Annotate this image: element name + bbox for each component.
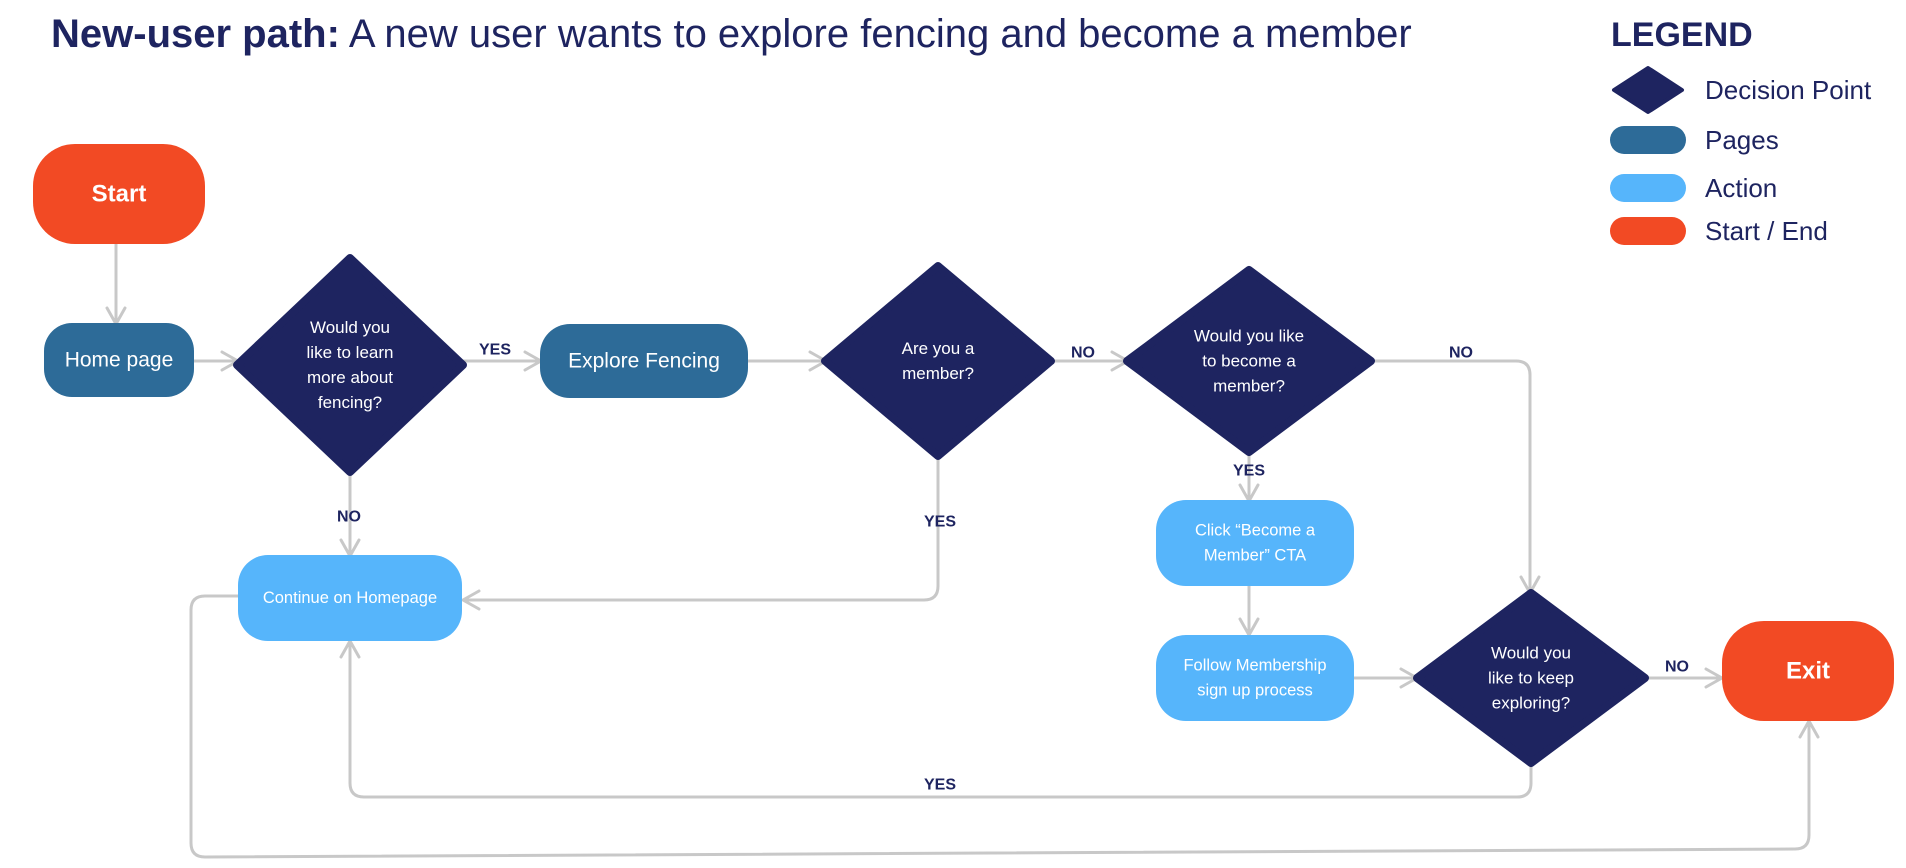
node-explore: Explore Fencing — [540, 324, 748, 398]
connector-member-continue — [461, 456, 940, 611]
legend-swatch — [1610, 174, 1686, 202]
node-learn: Would you like to learn more about fencing? — [233, 254, 467, 476]
node-home: Home page — [44, 323, 194, 397]
legend-label: Decision Point — [1705, 75, 1872, 105]
edge-label-keep-no: NO — [1665, 659, 1689, 676]
legend-item: Start / End — [1610, 211, 1900, 251]
node-label: like to keep — [1488, 669, 1574, 688]
legend-item: Action — [1610, 168, 1900, 208]
node-label: to become a — [1202, 352, 1296, 371]
node-label: like to learn — [307, 343, 394, 362]
action-shape — [1156, 635, 1354, 721]
legend-swatch — [1610, 126, 1686, 154]
connector-become-keep — [1371, 359, 1541, 595]
node-label: Are you a — [902, 339, 975, 358]
page-shape — [540, 324, 748, 398]
node-label: more about — [307, 368, 393, 387]
edge-label-learn-no: NO — [337, 509, 361, 526]
decision-diamond — [821, 262, 1055, 460]
edge-label-member-no: NO — [1071, 345, 1095, 362]
terminal-shape — [33, 144, 205, 244]
node-label: Explore Fencing — [568, 350, 720, 373]
node-label: Start — [92, 181, 147, 208]
legend-item: Decision Point — [1610, 66, 1900, 114]
connector-continue-exit — [189, 594, 1820, 859]
action-shape — [238, 555, 462, 641]
title-bold: New-user path: — [51, 12, 340, 56]
edge-label-keep-yes: YES — [924, 777, 956, 794]
decision-diamond — [1123, 266, 1375, 456]
action-shape — [1156, 500, 1354, 586]
node-label: Exit — [1786, 658, 1830, 685]
node-label: Follow Membership — [1183, 657, 1326, 675]
edge-label-become-no: NO — [1449, 345, 1473, 362]
title-rest: A new user wants to explore fencing and … — [339, 12, 1412, 56]
edge-label-learn-yes: YES — [479, 342, 511, 359]
legend-label: Start / End — [1705, 216, 1828, 246]
legend-item: Pages — [1610, 120, 1900, 160]
legend-swatch — [1612, 66, 1684, 114]
node-label: Member” CTA — [1204, 547, 1306, 565]
node-label: member? — [1213, 377, 1285, 396]
node-keep: Would you like to keep exploring? — [1413, 589, 1649, 767]
page-title: New-user path: A new user wants to explo… — [51, 12, 1412, 57]
node-label: exploring? — [1492, 694, 1570, 713]
node-member: Are you a member? — [821, 262, 1055, 460]
node-label: Continue on Homepage — [263, 589, 437, 607]
node-become: Would you like to become a member? — [1123, 266, 1375, 456]
decision-diamond — [1413, 589, 1649, 767]
page-shape — [44, 323, 194, 397]
legend-label: Action — [1705, 173, 1778, 203]
node-label: Would you — [310, 318, 390, 337]
node-continue: Continue on Homepage — [238, 555, 462, 641]
decision-diamond — [233, 254, 467, 476]
connectors — [105, 244, 1820, 859]
legend-swatch — [1610, 217, 1686, 245]
edge-label-become-yes: YES — [1233, 463, 1265, 480]
node-exit: Exit — [1722, 621, 1894, 721]
node-label: Would you — [1491, 644, 1571, 663]
node-label: fencing? — [318, 393, 382, 412]
node-start: Start — [33, 144, 205, 244]
connector-keep-continue — [339, 639, 1533, 799]
edge-labels: YES NO NO YES NO YES NO YES — [337, 342, 1689, 794]
node-label: member? — [902, 364, 974, 383]
terminal-shape — [1722, 621, 1894, 721]
node-label: Would you like — [1194, 327, 1304, 346]
node-cta: Click “Become a Member” CTA — [1156, 500, 1354, 586]
edge-label-member-yes: YES — [924, 514, 956, 531]
node-label: Home page — [65, 349, 174, 372]
legend-label: Pages — [1705, 125, 1779, 155]
legend-title: LEGEND — [1611, 16, 1753, 54]
node-label: Click “Become a — [1195, 522, 1316, 540]
node-label: sign up process — [1197, 682, 1313, 700]
node-follow: Follow Membership sign up process — [1156, 635, 1354, 721]
